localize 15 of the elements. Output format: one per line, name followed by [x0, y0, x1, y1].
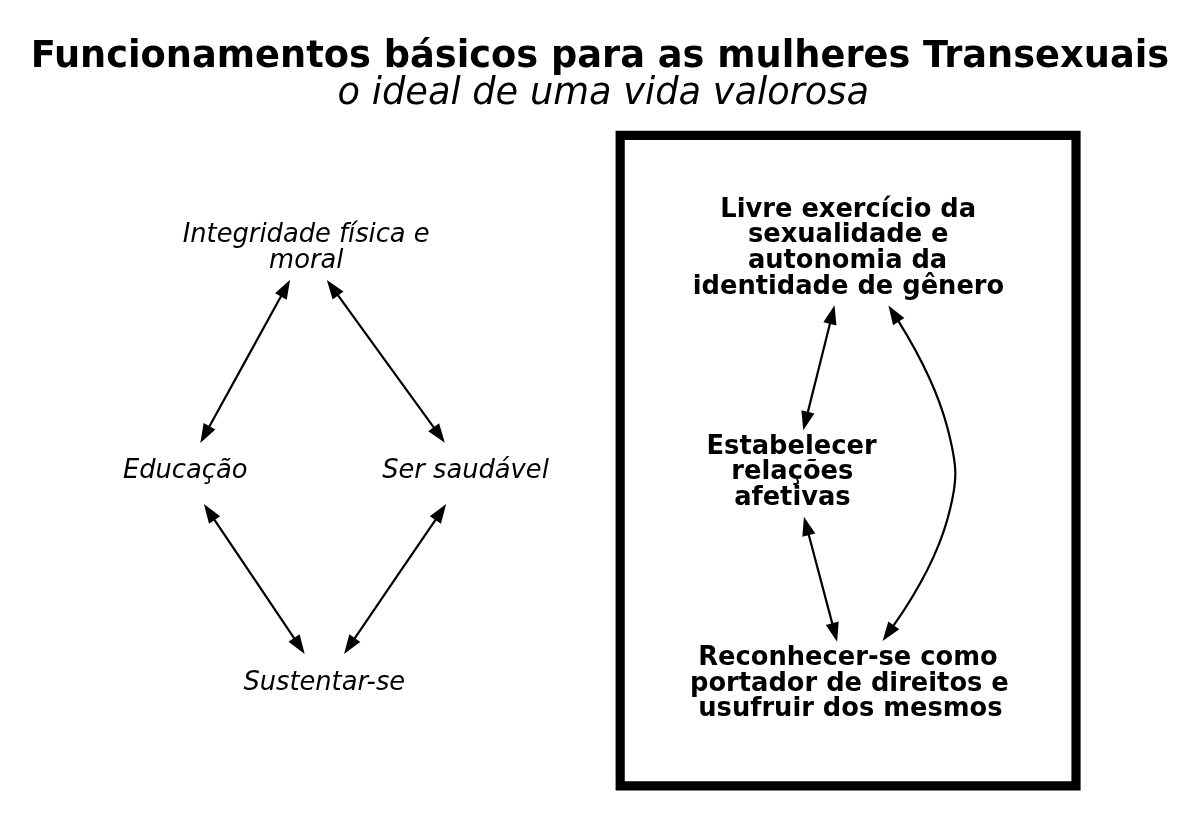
node-text: Livre exercício da sexualidade e autonomia da identidade de gênero: [692, 192, 1005, 300]
arrow: [326, 279, 445, 443]
arrow: [802, 516, 839, 642]
node-text: Reconhecer-se como portador de direitos e usufruir dos mesmos: [690, 641, 1009, 723]
arrow: [203, 504, 305, 654]
arrow: [801, 305, 837, 431]
arrow: [200, 279, 291, 444]
arrow: [344, 504, 447, 654]
node-text: Integridade física e moral: [182, 218, 430, 274]
arrow: [882, 305, 957, 641]
node-text: Educação: [122, 454, 248, 485]
cluster: [615, 130, 1081, 791]
node-text: Sustentar-se: [243, 665, 406, 696]
node-text: Ser saudável: [382, 454, 549, 485]
node-text: Estabelecer relações afetivas: [706, 429, 877, 512]
